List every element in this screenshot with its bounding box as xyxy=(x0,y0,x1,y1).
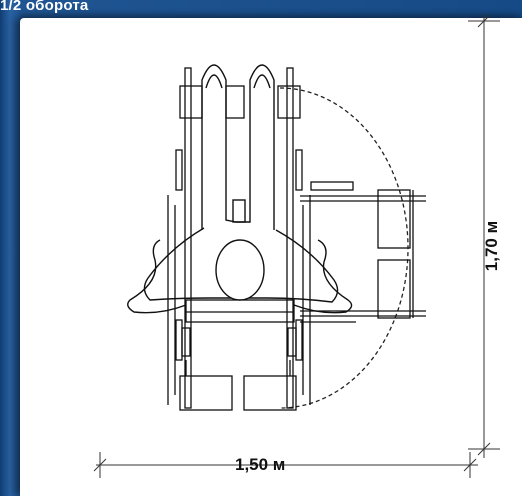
height-dimension-line xyxy=(468,14,500,458)
wheelchair-frame xyxy=(167,67,311,411)
height-label: 1,70 м xyxy=(482,220,501,272)
width-label: 1,50 м xyxy=(235,455,286,474)
counter-fixture xyxy=(300,181,426,323)
drawing-panel xyxy=(20,18,522,496)
diagram-title: 1/2 оборота xyxy=(0,0,89,14)
width-dimension-line xyxy=(93,452,478,478)
person-figure xyxy=(127,64,353,314)
